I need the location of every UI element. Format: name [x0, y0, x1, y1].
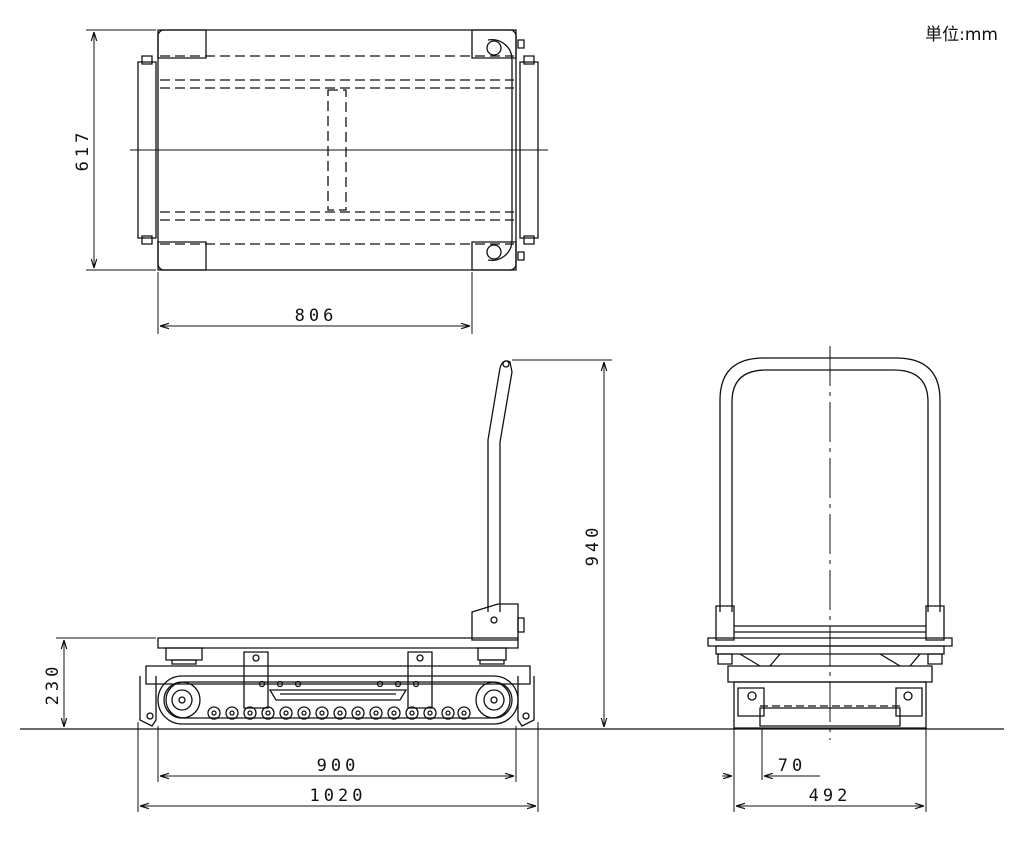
dim-900: 900	[317, 756, 360, 776]
dim-1020: 1020	[310, 786, 367, 806]
dim-617: 617	[73, 129, 93, 172]
top-view	[86, 30, 548, 334]
dim-70: 70	[778, 756, 806, 776]
dim-940: 940	[583, 524, 603, 567]
dim-806: 806	[295, 306, 338, 326]
rear-view	[708, 346, 952, 812]
dim-492: 492	[809, 786, 852, 806]
unit-label: 単位:mm	[925, 25, 998, 45]
side-view	[20, 360, 1004, 812]
dim-230: 230	[43, 663, 63, 706]
